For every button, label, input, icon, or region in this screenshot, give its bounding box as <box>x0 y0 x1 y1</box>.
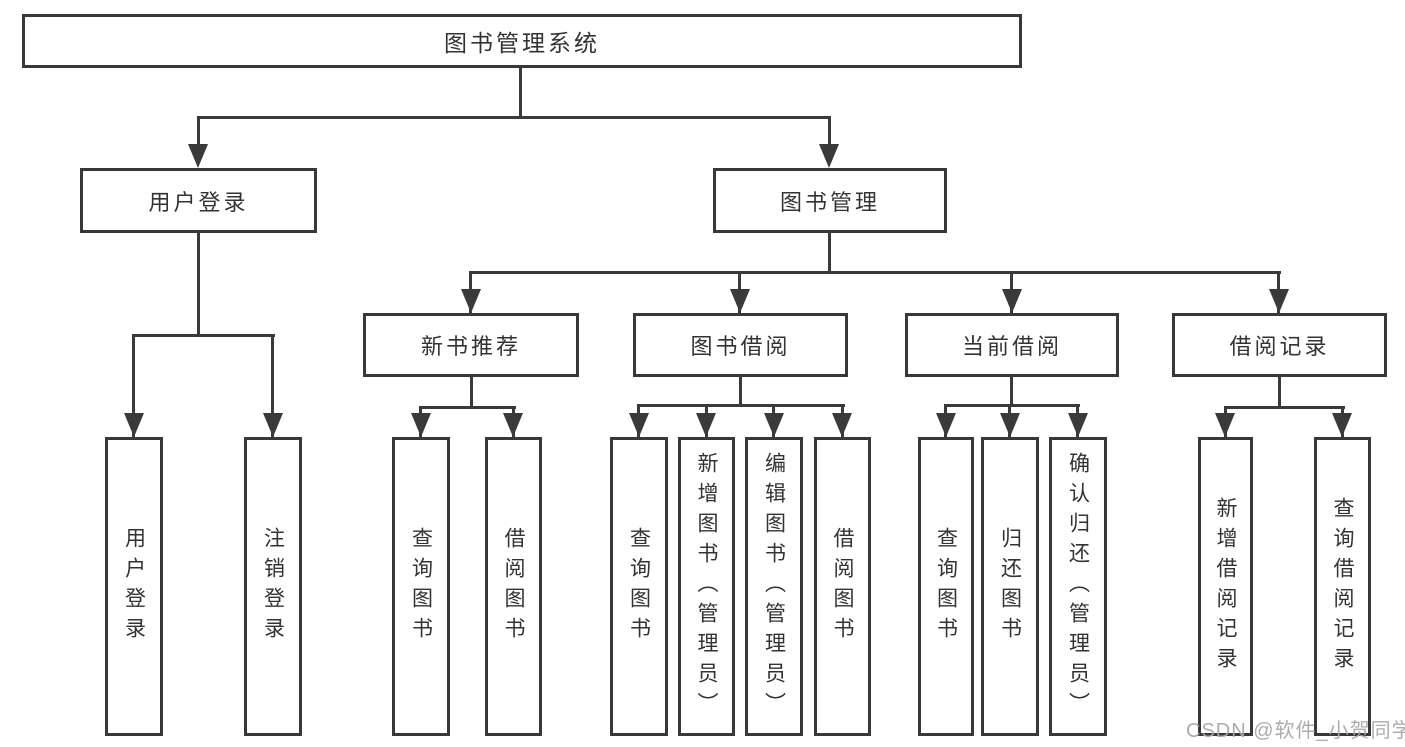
connector-arrow <box>819 144 839 168</box>
node-label: 当前借阅 <box>961 334 1062 359</box>
node-label: 用户登录 <box>148 189 249 215</box>
leaf-user-login: 用户登录 <box>105 437 163 736</box>
connector-arrow <box>1000 413 1020 437</box>
node-library-management-system: 图书管理系统 <box>22 14 1022 68</box>
connector-line <box>419 406 516 409</box>
node-new-book-recommend: 新书推荐 <box>363 313 579 377</box>
connector-arrow <box>461 289 481 313</box>
connector-line <box>132 334 135 437</box>
connector-line <box>1224 406 1345 409</box>
leaf-br-search-record: 查询借阅记录 <box>1314 437 1371 736</box>
leaf-br-add-record: 新增借阅记录 <box>1198 437 1253 736</box>
connector-arrow <box>263 413 283 437</box>
connector-line <box>828 116 831 148</box>
leaf-cb-confirm-return-admin: 确认归还（管理员） <box>1049 437 1107 736</box>
connector-arrow <box>1002 289 1022 313</box>
node-label: 新书推荐 <box>420 334 521 359</box>
node-book-management: 图书管理 <box>713 168 947 233</box>
node-book-borrow: 图书借阅 <box>633 313 848 377</box>
leaf-bb-edit-books-admin: 编辑图书（管理员） <box>745 437 803 736</box>
leaf-cb-search-books: 查询图书 <box>918 437 974 736</box>
csdn-watermark: CSDN @软件_小贺同学 <box>1186 720 1405 742</box>
connector-arrow <box>764 413 784 437</box>
connector-line <box>637 404 845 407</box>
connector-line <box>469 271 1281 274</box>
node-label: 图书管理系统 <box>444 30 600 56</box>
connector-line <box>1010 377 1013 406</box>
connector-arrow <box>503 413 523 437</box>
leaf-nb-borrow-books: 借阅图书 <box>485 437 542 736</box>
connector-arrow <box>936 413 956 437</box>
connector-line <box>271 334 274 437</box>
connector-line <box>197 116 831 119</box>
connector-arrow <box>1068 413 1088 437</box>
connector-arrow <box>124 413 144 437</box>
connector-arrow <box>1269 289 1289 313</box>
connector-line <box>470 377 473 408</box>
connector-arrow <box>832 413 852 437</box>
leaf-bb-search-books: 查询图书 <box>610 437 668 736</box>
node-user-login: 用户登录 <box>80 168 317 233</box>
connector-arrow <box>1332 413 1352 437</box>
connector-arrow <box>730 289 750 313</box>
connector-line <box>944 404 1080 407</box>
connector-line <box>1278 377 1281 408</box>
leaf-nb-search-books: 查询图书 <box>392 437 450 736</box>
connector-line <box>197 233 200 337</box>
leaf-logout: 注销登录 <box>244 437 302 736</box>
leaf-bb-add-books-admin: 新增图书（管理员） <box>678 437 735 736</box>
node-current-borrow: 当前借阅 <box>905 313 1119 377</box>
connector-arrow <box>629 413 649 437</box>
connector-line <box>197 116 200 148</box>
leaf-bb-borrow-books: 借阅图书 <box>814 437 871 736</box>
connector-arrow <box>1215 413 1235 437</box>
node-label: 图书借阅 <box>690 334 791 359</box>
node-label: 借阅记录 <box>1229 334 1330 359</box>
leaf-cb-return-books: 归还图书 <box>981 437 1039 736</box>
connector-arrow <box>696 413 716 437</box>
connector-line <box>739 377 742 406</box>
connector-line <box>828 233 831 273</box>
connector-line <box>519 68 522 118</box>
connector-line <box>132 334 275 337</box>
node-borrow-records: 借阅记录 <box>1172 313 1387 377</box>
connector-arrow <box>411 413 431 437</box>
connector-arrow <box>188 144 208 168</box>
node-label: 图书管理 <box>779 189 880 215</box>
